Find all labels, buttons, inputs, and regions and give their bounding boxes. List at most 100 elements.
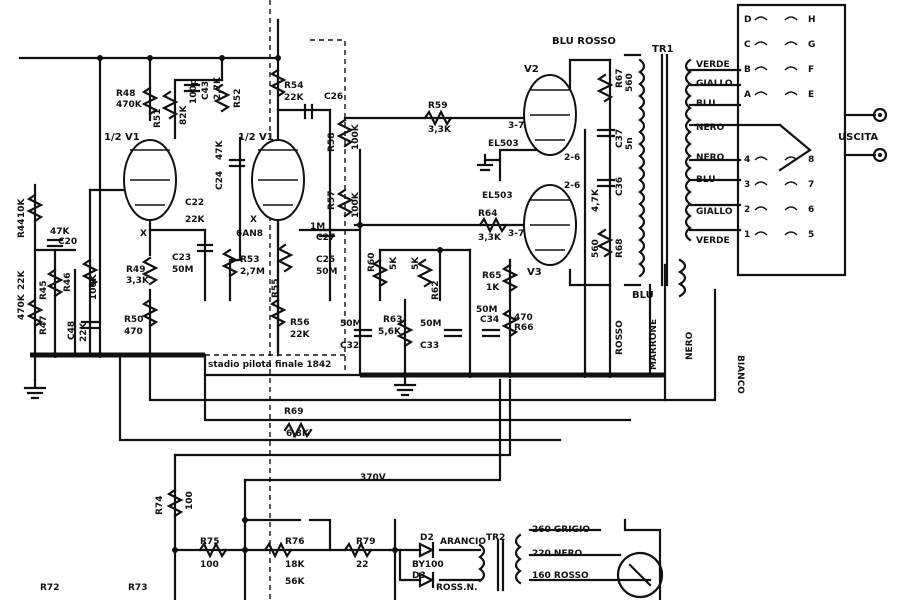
label-c25-value: 50M (316, 267, 338, 277)
label-rossn: ROSS.N. (436, 583, 478, 593)
label-by100: BY100 (412, 560, 444, 570)
label-sw-1: 1 (744, 230, 750, 240)
label-c24: C24 (215, 171, 225, 190)
label-d2: D2 (420, 533, 434, 543)
label-r53: R53 (240, 255, 259, 265)
label-r72: R72 (40, 583, 59, 593)
label-r76-value: 18K (285, 560, 306, 570)
label-sec-bot-1: BLU (696, 175, 716, 185)
label-r57: R57 (327, 191, 337, 210)
label-160: 160 ROSSO (532, 571, 589, 581)
stage-boundary (205, 0, 346, 600)
ground-symbol (23, 153, 494, 400)
switch-contacts (754, 16, 798, 236)
label-r73: R73 (128, 583, 147, 593)
label-r51: R51 (153, 109, 163, 128)
diodes (418, 541, 435, 589)
label-r55: R55 (271, 279, 281, 298)
label-r44: R44 (17, 219, 27, 238)
label-r45: R45 (39, 281, 49, 300)
capacitors (46, 83, 616, 338)
label-c42: 100p (189, 78, 199, 104)
label-blu: BLU (632, 290, 654, 301)
label-d3: D3 (412, 571, 426, 581)
label-r58-value: 100K (351, 123, 361, 150)
label-c48-value: 22K (79, 321, 89, 342)
label-c22: C22 (185, 198, 204, 208)
label-c25: C25 (316, 255, 335, 265)
label-r60: R60 (367, 253, 377, 272)
label-v3: V3 (527, 267, 542, 278)
label-r56: R56 (290, 318, 309, 328)
label-r53-value: 2,7M (240, 267, 265, 277)
label-sw-7: 7 (808, 180, 814, 190)
label-c23: C23 (172, 253, 191, 263)
label-sw-f: F (808, 65, 814, 75)
label-r100k: 100K (89, 273, 99, 300)
tube-v2 (523, 74, 577, 156)
label-pin37-b: 3-7 (508, 229, 524, 239)
label-c37: C37 (615, 129, 625, 148)
label-260: 260 GRIGIO (532, 525, 590, 535)
tube-v1b (251, 139, 305, 221)
resistors (26, 68, 614, 559)
label-c22-value: 22K (185, 215, 206, 225)
label-r54-value: 22K (284, 93, 305, 103)
label-r48-value: 470K (116, 100, 143, 110)
label-c34-value: 50M (476, 305, 498, 315)
transformer-tr1 (638, 53, 692, 298)
label-sw-8: 8 (808, 155, 814, 165)
label-r69: R69 (284, 407, 303, 417)
label-c20: C20 (58, 237, 77, 247)
label-rosso: ROSSO (615, 320, 625, 355)
label-r79: R79 (356, 537, 375, 547)
label-r45-value: 470K (17, 293, 27, 320)
label-sec-bot-0: NERO (696, 153, 725, 163)
power-switch-symbol (616, 551, 664, 599)
label-r52: R52 (233, 89, 243, 108)
label-r68-value: 560 (591, 239, 601, 258)
label-c32: C32 (340, 341, 359, 351)
label-el503-a: EL503 (488, 139, 519, 149)
label-c33: C33 (420, 341, 439, 351)
label-tr1: TR1 (652, 44, 674, 55)
label-r60-value: 5K (389, 256, 399, 270)
label-6an8: 6AN8 (236, 229, 263, 239)
wiring (18, 3, 877, 600)
label-r54: R54 (284, 81, 303, 91)
label-arancio: ARANCIO (440, 537, 486, 547)
label-x1: X (140, 229, 147, 239)
output-jacks (872, 107, 888, 163)
label-half-v1-a: 1/2 V1 (104, 132, 140, 143)
label-c48: C48 (67, 321, 77, 340)
label-c24-value: 47K (215, 139, 225, 160)
label-c36: C36 (615, 177, 625, 196)
label-r62: R62 (431, 281, 441, 300)
label-marrone: MARRONE (649, 319, 659, 370)
junctions (52, 55, 613, 553)
tube-v3 (523, 184, 577, 266)
label-r75-value: 100 (200, 560, 219, 570)
label-r45-value2: 22K (17, 269, 27, 290)
label-r63: R63 (383, 315, 402, 325)
label-sw-4: 4 (744, 155, 750, 165)
label-uscita: USCITA (838, 132, 878, 143)
label-el503-b: EL503 (482, 191, 513, 201)
label-r48: R48 (116, 89, 135, 99)
label-r59-value: 3,3K (428, 125, 452, 135)
label-stadio: stadio pilota finale 1842 (208, 360, 331, 370)
label-nero: NERO (685, 331, 695, 360)
label-pin26-b: 2-6 (564, 181, 580, 191)
label-sec-top-2: BLU (696, 99, 716, 109)
label-sw-2: 2 (744, 205, 750, 215)
label-x2: X (250, 215, 257, 225)
label-sw-e: E (808, 90, 814, 100)
label-r79-value: 22 (356, 560, 369, 570)
label-r64: R64 (478, 209, 497, 219)
label-sec-bot-3: VERDE (696, 236, 730, 246)
label-r49-value: 3,3K (126, 276, 150, 286)
label-c34: C34 (480, 315, 499, 325)
label-sec-top-3: NERO (696, 123, 725, 133)
label-c23-value: 50M (172, 265, 194, 275)
